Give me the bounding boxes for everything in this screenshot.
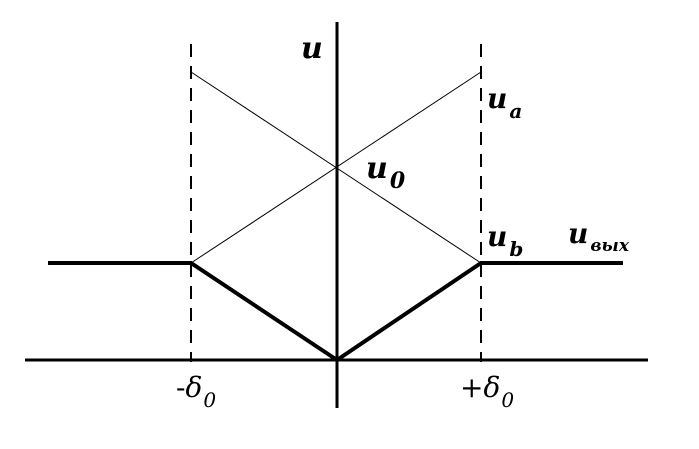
- output-curve: [48, 261, 623, 363]
- line-u-b: [190, 71, 482, 264]
- plus-delta-label: +δ0: [460, 371, 514, 412]
- minus-delta-label: -δ0: [176, 371, 216, 412]
- u-axis-label: u: [301, 31, 323, 66]
- u-0-label: u0: [366, 151, 406, 194]
